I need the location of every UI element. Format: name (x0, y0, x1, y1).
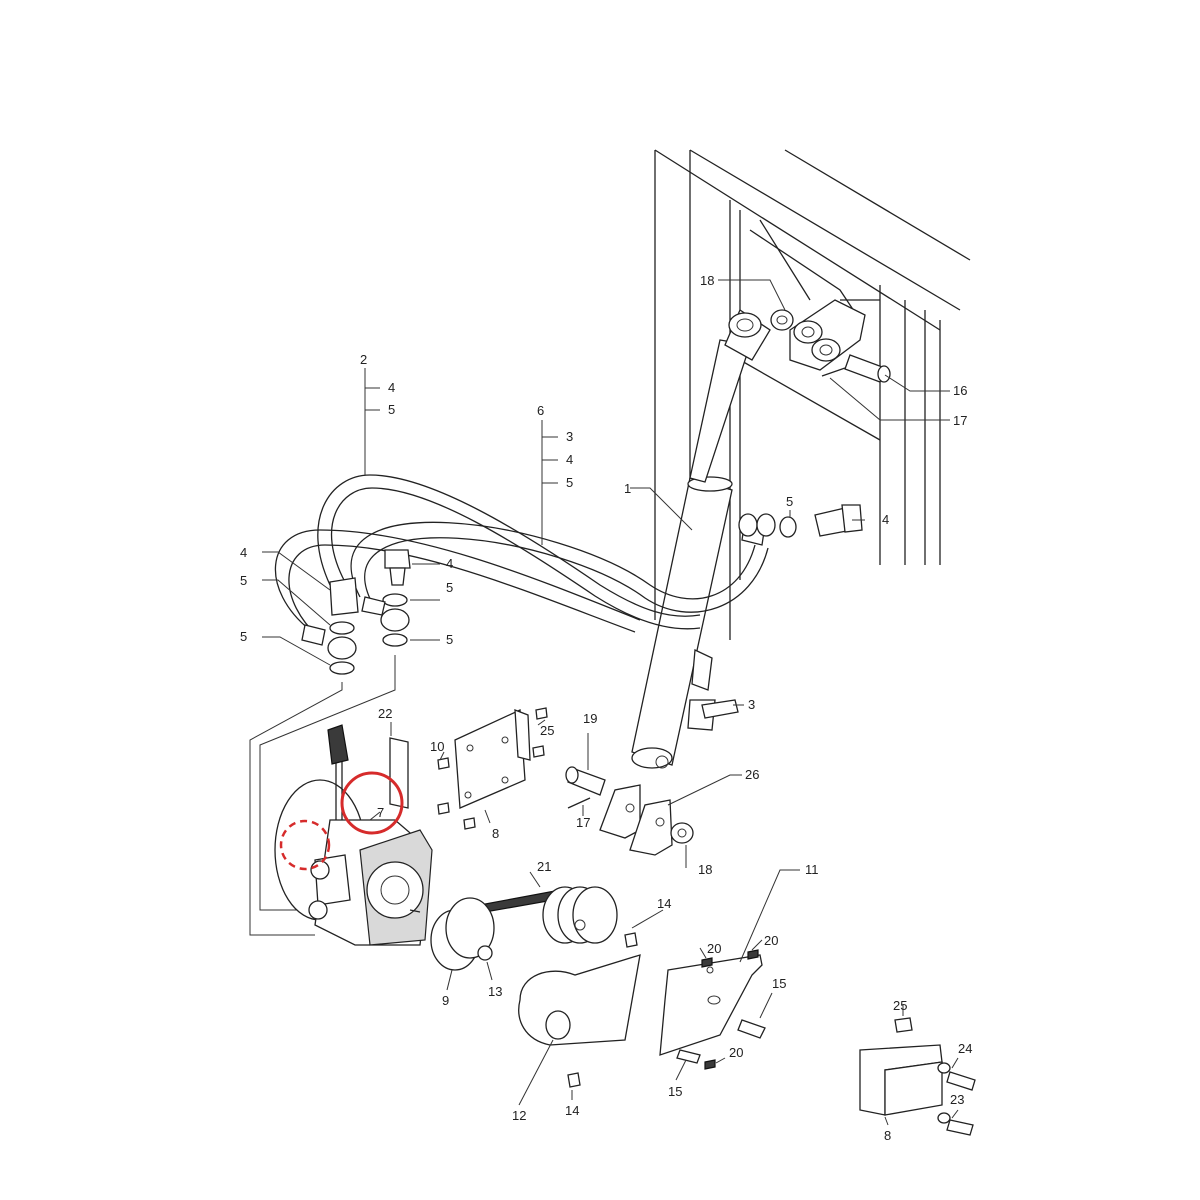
mounting-bracket-center (437, 707, 548, 830)
hydraulic-cylinder (631, 309, 771, 769)
callout-20c: 20 (729, 1045, 743, 1060)
callout-19: 19 (583, 711, 597, 726)
callout-5d: 5 (240, 573, 247, 588)
callout-1: 1 (624, 481, 631, 496)
frame-structure (654, 149, 971, 640)
callout-4a: 4 (388, 380, 395, 395)
callout-24: 24 (958, 1041, 972, 1056)
callout-20b: 20 (764, 933, 778, 948)
valve-group-outline (249, 655, 396, 936)
spacer-plate (389, 722, 409, 809)
pulley-drive (430, 886, 618, 971)
callout-13: 13 (488, 984, 502, 999)
callout-5b: 5 (566, 475, 573, 490)
callout-5a: 5 (388, 402, 395, 417)
callout-8b: 8 (884, 1128, 891, 1143)
clevis-assembly (770, 299, 891, 383)
callout-9: 9 (442, 993, 449, 1008)
callout-21: 21 (537, 859, 551, 874)
callout-10: 10 (430, 739, 444, 754)
callout-4e: 4 (446, 556, 453, 571)
mounting-bracket-right (859, 1017, 976, 1136)
callout-labels: 1 2 3 3 4 4 4 4 4 5 5 5 5 5 5 5 6 7 8 8 … (240, 273, 972, 1143)
callout-25b: 25 (893, 998, 907, 1013)
callout-4b: 4 (566, 452, 573, 467)
callout-8a: 8 (492, 826, 499, 841)
callout-15a: 15 (772, 976, 786, 991)
highlight-marks (279, 771, 404, 871)
callout-5g: 5 (446, 632, 453, 647)
callout-22: 22 (378, 706, 392, 721)
callout-4c: 4 (882, 512, 889, 527)
callout-2: 2 (360, 352, 367, 367)
callout-12: 12 (512, 1108, 526, 1123)
callout-26: 26 (745, 767, 759, 782)
callout-17a: 17 (953, 413, 967, 428)
callout-3b: 3 (748, 697, 755, 712)
callout-25a: 25 (540, 723, 554, 738)
callout-20a: 20 (707, 941, 721, 956)
callout-18b: 18 (698, 862, 712, 877)
highlight-circle-dashed (279, 819, 331, 871)
callout-5e: 5 (446, 580, 453, 595)
callout-5f: 5 (240, 629, 247, 644)
control-valve (274, 724, 433, 946)
callout-11: 11 (805, 862, 819, 877)
callout-3a: 3 (566, 429, 573, 444)
callout-5c: 5 (786, 494, 793, 509)
cylinder-fittings (701, 504, 863, 719)
callout-23: 23 (950, 1092, 964, 1107)
banjo-fittings (301, 549, 411, 675)
callout-7: 7 (377, 805, 384, 820)
highlight-circle-solid (340, 771, 404, 835)
callout-17b: 17 (576, 815, 590, 830)
belt-guard (518, 932, 641, 1088)
callout-14b: 14 (565, 1103, 579, 1118)
callout-18a: 18 (700, 273, 714, 288)
callout-15b: 15 (668, 1084, 682, 1099)
callout-4d: 4 (240, 545, 247, 560)
lower-pin-assembly (565, 766, 694, 856)
leader-lines (262, 279, 959, 1126)
callout-16: 16 (953, 383, 967, 398)
idler-bracket (659, 949, 766, 1070)
callout-14a: 14 (657, 896, 671, 911)
callout-6: 6 (537, 403, 544, 418)
